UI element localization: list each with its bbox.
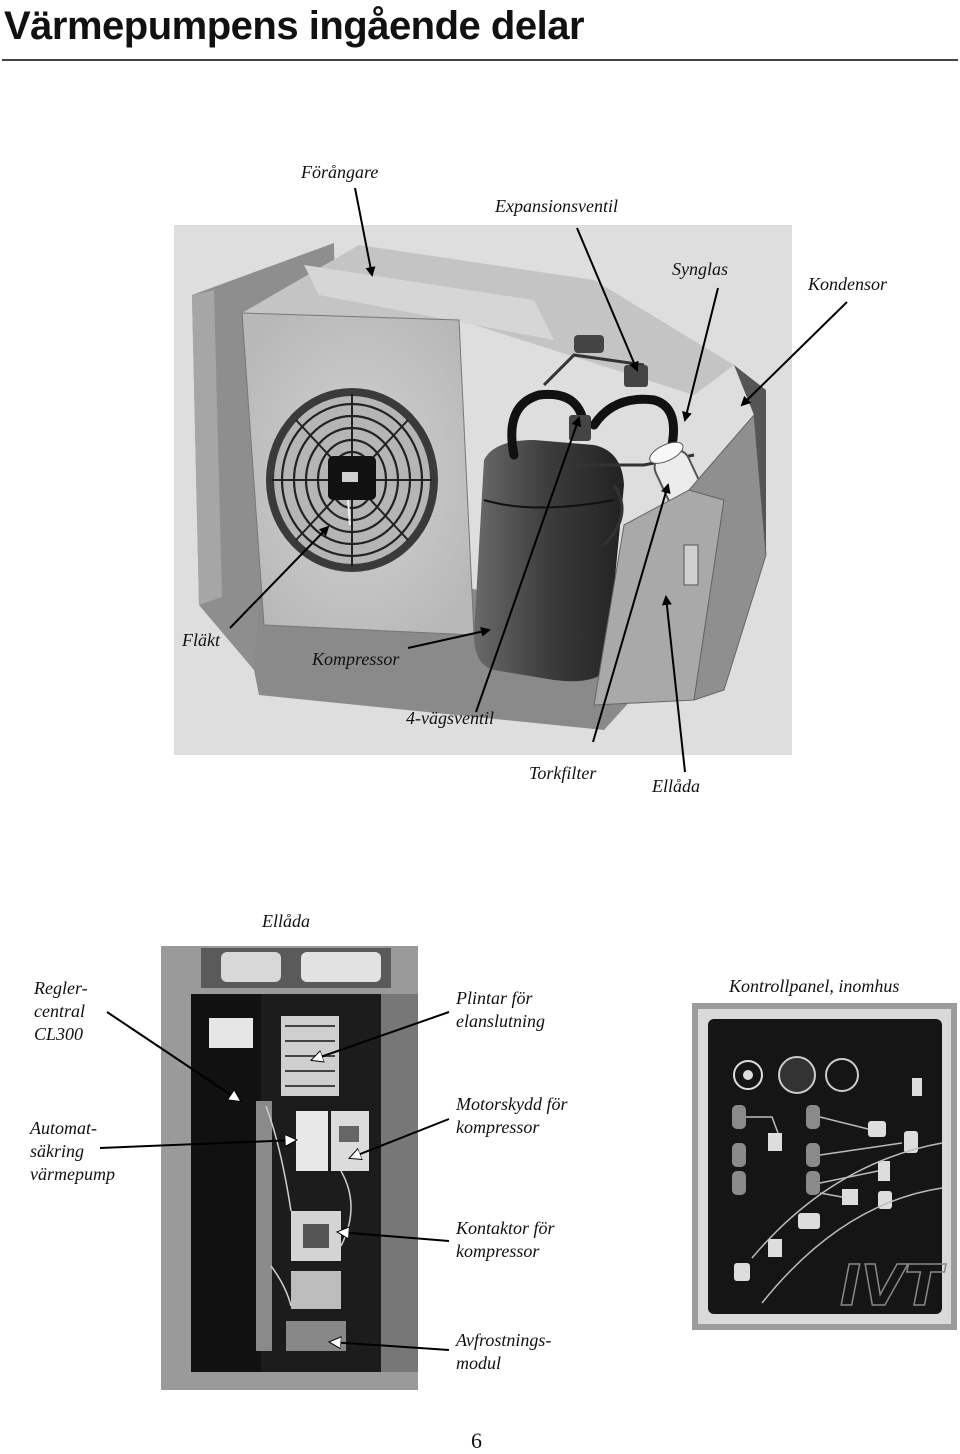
- leader-plintar: [312, 1011, 450, 1060]
- label-synglas: Synglas: [672, 259, 728, 279]
- title-rule: [2, 59, 958, 61]
- leader-forangare: [354, 187, 376, 277]
- label-plintar: Plintar för elanslutning: [456, 988, 545, 1031]
- electrical-box-photo: [161, 946, 418, 1390]
- figure1-leaders: [229, 187, 848, 773]
- leader-kontaktor: [338, 1232, 450, 1242]
- leader-expansionsventil: [576, 227, 639, 372]
- leader-flakt: [229, 525, 330, 629]
- page-number: 6: [471, 1428, 482, 1453]
- label-flakt: Fläkt: [182, 630, 220, 650]
- leader-torkfilter: [592, 483, 671, 743]
- label-automatsakring: Automat- säkring värmepump: [30, 1118, 115, 1184]
- leader-kompressor: [407, 626, 491, 649]
- label-expansionsventil: Expansionsventil: [495, 196, 618, 216]
- page-title: Värmepumpens ingående delar: [4, 4, 585, 48]
- label-avfrostning: Avfrostnings- modul: [456, 1330, 552, 1373]
- ivt-logo: IVT: [840, 1254, 946, 1319]
- leader-synglas: [682, 287, 719, 422]
- label-ellada-1: Ellåda: [652, 776, 700, 796]
- label-kontaktor: Kontaktor för kompressor: [456, 1218, 555, 1261]
- label-forangare: Förångare: [301, 162, 379, 182]
- leader-reglercentral: [106, 1011, 240, 1101]
- label-torkfilter: Torkfilter: [529, 763, 597, 783]
- figure2-title: Ellåda: [262, 911, 310, 931]
- heat-pump-photo: [174, 225, 792, 755]
- label-motorskydd: Motorskydd för kompressor: [456, 1094, 568, 1137]
- control-panel-photo: IVT: [692, 1003, 957, 1330]
- leader-avfrostning: [330, 1342, 450, 1351]
- label-kompressor: Kompressor: [312, 649, 400, 669]
- leader-4vagsventil: [475, 416, 582, 713]
- label-kondensor: Kondensor: [808, 274, 888, 294]
- leader-motorskydd: [350, 1118, 450, 1158]
- leader-ellada-1: [661, 595, 686, 773]
- label-4vagsventil: 4-vägsventil: [406, 708, 494, 728]
- figure3-title: Kontrollpanel, inomhus: [729, 976, 900, 996]
- label-reglercentral: Regler- central CL300: [34, 978, 88, 1044]
- leader-automatsakring: [99, 1140, 296, 1149]
- leader-kondensor: [740, 301, 848, 407]
- figure2-leaders: [99, 1011, 450, 1351]
